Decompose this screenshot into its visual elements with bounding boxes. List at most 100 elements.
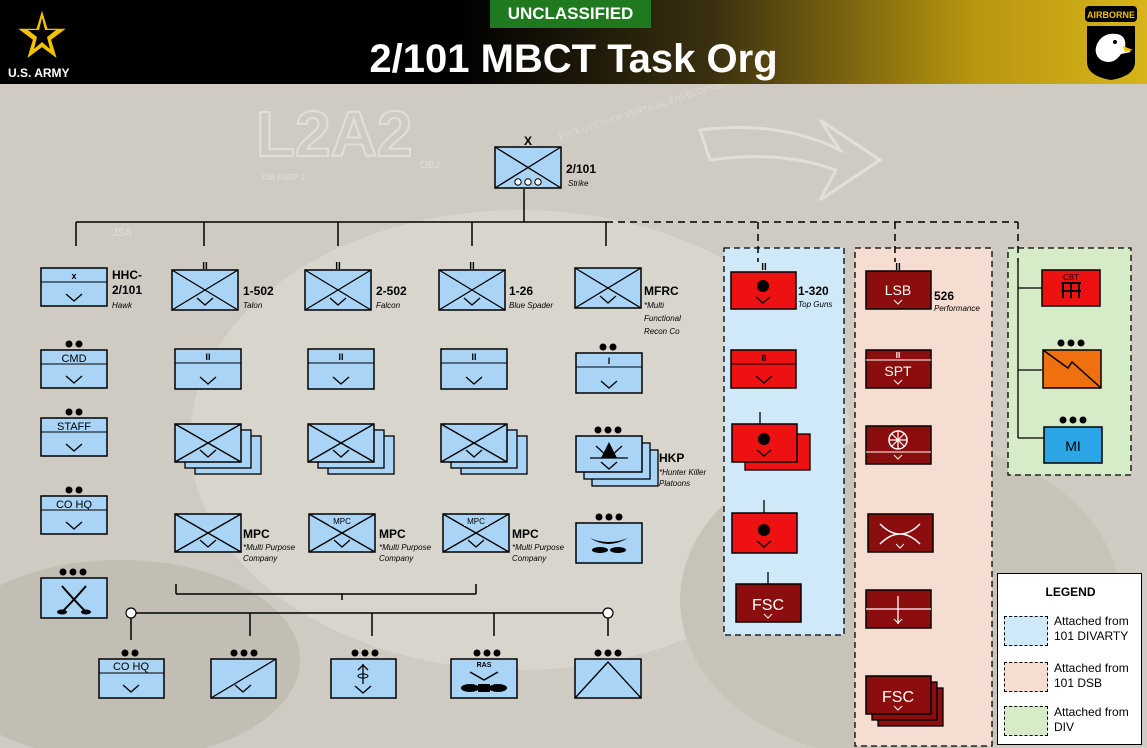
unit-bottom-sustainment[interactable]	[210, 649, 277, 699]
legend: LEGEND Attached from 101 DIVARTY Attache…	[997, 573, 1142, 745]
unit-1-502[interactable]: II 1-502 Talon	[171, 261, 274, 311]
ras-label: RAS	[477, 662, 492, 669]
unit-1-26-mpc[interactable]: MPC MPC *Multi Purpose Company	[442, 513, 565, 563]
unit-nickname: Top Guns	[798, 300, 832, 309]
legend-line1: Attached from	[1054, 661, 1129, 675]
echelon-x: x	[71, 271, 76, 281]
fsc-label: FSC	[752, 597, 784, 614]
mpc-note-line1: *Multi Purpose	[512, 543, 565, 552]
legend-title: LEGEND	[1045, 585, 1096, 599]
unit-1-26-hhc[interactable]: II	[440, 348, 508, 390]
unit-mfrc-aviation[interactable]	[575, 513, 643, 564]
legend-line2: 101 DSB	[1054, 676, 1103, 690]
cmd-label: CMD	[61, 353, 86, 365]
spt-label: SPT	[884, 363, 912, 379]
svg-text:II: II	[205, 352, 210, 362]
unit-hhc-signal[interactable]	[40, 568, 108, 619]
unit-2-502[interactable]: II 2-502 Falcon	[304, 261, 407, 311]
legend-item-div: Attached from DIV	[1054, 705, 1129, 735]
unit-bottom-ras[interactable]: RAS	[450, 649, 518, 699]
unit-hhc[interactable]: x HHC- 2/101 Hawk	[40, 267, 142, 310]
mfrc-note-line2: Functional	[644, 314, 681, 323]
hkp-note-line1: *Hunter Killer	[659, 468, 706, 477]
mfrc-name: MFRC	[644, 284, 679, 298]
unit-cmd[interactable]: CMD	[40, 340, 108, 389]
army-star-icon	[14, 6, 70, 62]
unit-526-transport[interactable]	[867, 513, 934, 553]
svg-text:II: II	[471, 352, 476, 362]
unit-1-320[interactable]: II 1-320 Top Guns	[730, 262, 832, 310]
unit-name-line1: HHC-	[112, 268, 142, 282]
unit-nickname: Blue Spader	[509, 301, 553, 310]
unit-1-26[interactable]: II 1-26 Blue Spader	[438, 261, 553, 311]
legend-item-divarty: Attached from 101 DIVARTY	[1054, 614, 1129, 644]
svg-text:I: I	[608, 356, 611, 366]
watermark-label-obj: OBJ	[420, 160, 439, 171]
unit-1-320-fsc[interactable]: FSC	[735, 572, 802, 623]
mpc-note-line1: *Multi Purpose	[379, 543, 432, 552]
airborne-patch-icon: AIRBORNE	[1085, 6, 1137, 80]
echelon-ii: II	[469, 261, 475, 272]
mpc-note-line2: Company	[379, 554, 414, 563]
unit-526-lsb[interactable]: II LSB 526 Performance	[865, 262, 980, 313]
unit-mfrc-hq[interactable]: I	[575, 343, 643, 394]
svg-text:II: II	[896, 351, 900, 360]
echelon-ii: II	[335, 261, 341, 272]
unit-1-320-hhb[interactable]: II	[730, 349, 797, 389]
unit-526-maintenance[interactable]	[865, 425, 932, 465]
div-internal-connectors	[1017, 262, 1044, 439]
echelon-ii: II	[761, 262, 767, 273]
unit-name: 526	[934, 289, 954, 303]
unit-bottom-medical[interactable]	[330, 649, 397, 699]
unit-div-engineer[interactable]	[1042, 339, 1102, 389]
unit-hkp[interactable]: HKP *Hunter Killer Platoons	[575, 426, 706, 489]
unit-526-supply[interactable]	[865, 589, 932, 629]
mfrc-note-line3: Recon Co	[644, 327, 680, 336]
unit-1-320-batteries[interactable]	[731, 412, 811, 471]
page-title: 2/101 MBCT Task Org	[369, 37, 778, 81]
unit-2-101-hq[interactable]: X 2/101 Strike	[494, 134, 596, 189]
echelon-ii: II	[202, 261, 208, 272]
unit-name: 1-320	[798, 284, 829, 298]
unit-2-502-mpc[interactable]: MPC MPC *Multi Purpose Company	[308, 513, 432, 563]
legend-swatch-dsb	[1004, 662, 1048, 692]
mfrc-note-line1: *Multi	[644, 301, 664, 310]
watermark-label-isb: ISB FARP 1	[262, 173, 305, 182]
unit-bottom-engineer[interactable]	[574, 649, 642, 699]
unit-526-spt[interactable]: II SPT	[865, 349, 932, 389]
unit-526-fsc[interactable]: FSC	[865, 675, 944, 727]
unit-2-502-companies[interactable]	[307, 423, 395, 475]
army-logo-text: U.S. ARMY	[8, 66, 70, 80]
watermark-label-jsa: JSA	[112, 227, 133, 239]
unit-1-502-hhc[interactable]: II	[174, 348, 242, 390]
unit-1-502-companies[interactable]	[174, 423, 262, 475]
mpc-name: MPC	[243, 527, 270, 541]
unit-nickname: Talon	[243, 301, 263, 310]
hkp-note-line2: Platoons	[659, 479, 690, 488]
unit-div-mi[interactable]: MI	[1043, 416, 1103, 464]
unit-1-502-mpc[interactable]: MPC *Multi Purpose Company	[174, 513, 296, 563]
unit-2-502-hhc[interactable]: II	[307, 348, 375, 390]
mpc-name: MPC	[512, 527, 539, 541]
mpc-inner-label: MPC	[333, 517, 351, 526]
unit-mfrc[interactable]: MFRC *Multi Functional Recon Co	[574, 267, 681, 336]
org-connectors	[75, 189, 609, 640]
unit-1-26-companies[interactable]	[440, 423, 528, 475]
unit-name: 1-502	[243, 284, 274, 298]
classification-banner: UNCLASSIFIED	[490, 0, 651, 28]
attachment-connectors	[606, 221, 1019, 262]
unit-staff[interactable]: STAFF	[40, 408, 108, 457]
unit-1-320-battery-3[interactable]	[731, 500, 798, 554]
echelon-x: X	[524, 134, 532, 148]
svg-text:II: II	[761, 353, 766, 363]
legend-line1: Attached from	[1054, 614, 1129, 628]
unit-bottom-co-hq[interactable]: CO HQ	[98, 649, 165, 699]
watermark-text: L2A2	[256, 98, 413, 170]
mpc-note-line1: *Multi Purpose	[243, 543, 296, 552]
co-hq-label: CO HQ	[113, 661, 150, 673]
unit-co-hq[interactable]: CO HQ	[40, 486, 108, 535]
mpc-inner-label: MPC	[467, 517, 485, 526]
unit-div-cbt[interactable]: CBT	[1041, 269, 1101, 307]
unit-name: 1-26	[509, 284, 533, 298]
